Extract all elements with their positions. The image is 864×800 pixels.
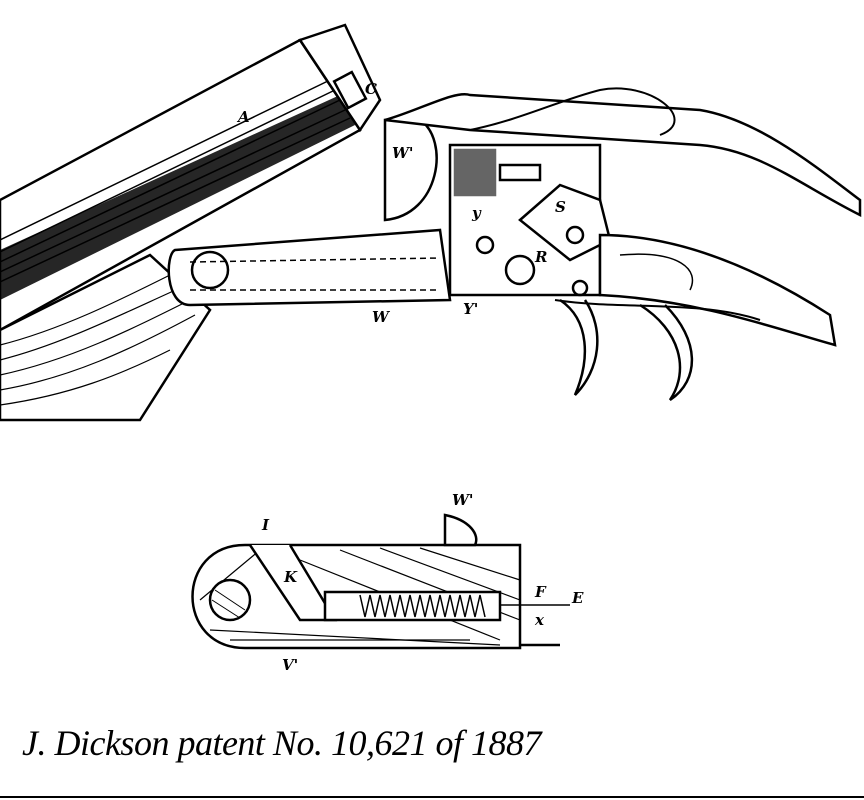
label-W-prime: W' (392, 144, 413, 162)
label-I: I (261, 516, 270, 534)
cross-section-view: W' I K F E x V' (191, 491, 584, 674)
barrels (0, 23, 382, 332)
bottom-rule (0, 796, 864, 798)
gun-side-view: A C W' y S R Y' W (0, 23, 862, 422)
label-E: E (571, 589, 584, 607)
label-Y-prime: Y' (463, 300, 478, 318)
forend (0, 253, 212, 422)
label-W-prime-2: W' (452, 491, 473, 509)
label-A: A (236, 108, 250, 126)
label-x: x (534, 611, 545, 629)
action-body (167, 92, 862, 307)
label-F: F (534, 583, 547, 601)
stock (469, 87, 837, 347)
label-V-prime: V' (282, 656, 298, 674)
caption: J. Dickson patent No. 10,621 of 1887 (22, 723, 541, 763)
label-W: W (372, 308, 391, 326)
label-C: C (365, 80, 377, 98)
triggers (554, 298, 761, 402)
label-K: K (283, 568, 298, 586)
label-S: S (555, 198, 566, 216)
label-R: R (534, 248, 547, 266)
label-y: y (471, 204, 482, 222)
